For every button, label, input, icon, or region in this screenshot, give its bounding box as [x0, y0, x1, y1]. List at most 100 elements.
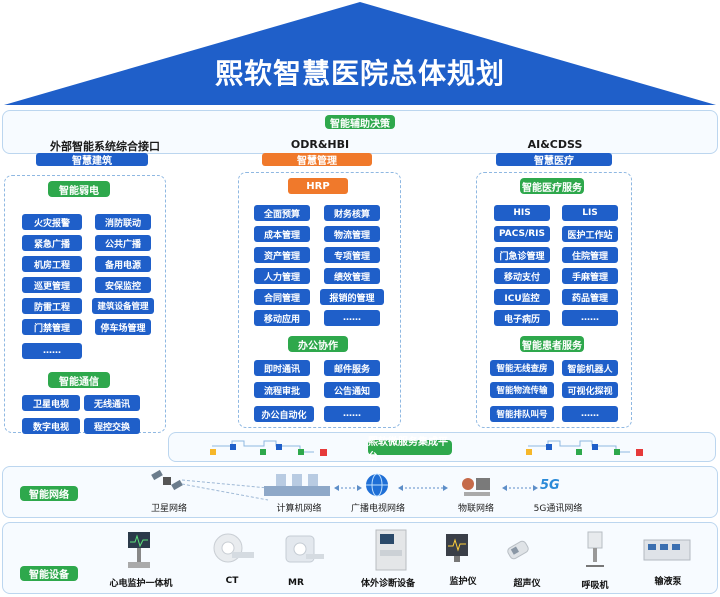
medical-service-badge: 智能医疗服务 [520, 178, 584, 194]
right-item[interactable]: 手麻管理 [562, 268, 618, 284]
right-item[interactable]: 药品管理 [562, 289, 618, 305]
ecg-monitor-icon [128, 532, 150, 568]
link-arrow-icon [398, 485, 448, 491]
middle-item[interactable]: 人力管理 [254, 268, 310, 284]
network-broadcast-label: 广播电视网络 [350, 504, 405, 514]
right-item[interactable]: PACS/RIS [494, 226, 550, 242]
platform-connector-right [526, 440, 643, 456]
middle-item[interactable]: 成本管理 [254, 226, 310, 242]
right-item-more[interactable]: …… [562, 406, 618, 422]
hrp-badge: HRP [288, 178, 348, 194]
ivd-analyzer-icon [375, 529, 407, 571]
communication-badge: 智能通信 [48, 372, 110, 388]
weak-current-badge: 智能弱电 [48, 181, 110, 197]
column-badge-right: 智慧医疗 [496, 153, 612, 167]
left-item[interactable]: 门禁管理 [22, 319, 82, 335]
middle-item[interactable]: 财务核算 [324, 205, 380, 221]
left-item[interactable]: 建筑设备管理 [92, 298, 154, 314]
column-badge-middle: 智慧管理 [262, 153, 372, 167]
left-item[interactable]: 机房工程 [22, 256, 82, 272]
5g-icon: 5G [540, 478, 560, 493]
platform-connector-left [210, 440, 327, 456]
satellite-icon [151, 469, 183, 491]
left-item-more[interactable]: …… [22, 343, 82, 359]
network-satellite-label: 卫星网络 [150, 504, 187, 514]
left-item[interactable]: 防雷工程 [22, 298, 82, 314]
middle-item[interactable]: 资产管理 [254, 247, 310, 263]
platform-badge: 熙软微服务集成平台 [368, 437, 452, 463]
device-mr-label: MR [288, 578, 304, 588]
ct-scanner-icon [213, 533, 254, 563]
left-item[interactable]: 巡更管理 [22, 277, 82, 293]
right-item[interactable]: 移动支付 [494, 268, 550, 284]
middle-item[interactable]: 绩效管理 [324, 268, 380, 284]
left-item[interactable]: 程控交换 [84, 418, 140, 434]
network-band [2, 466, 718, 518]
middle-item-more[interactable]: …… [324, 406, 380, 422]
middle-item[interactable]: 公告通知 [324, 382, 380, 398]
network-5g-label: 5G通讯网络 [533, 504, 583, 514]
left-item[interactable]: 数字电视 [22, 418, 80, 434]
column-badge-left: 智慧建筑 [36, 153, 148, 167]
middle-item[interactable]: 即时通讯 [254, 360, 310, 376]
device-infusion-label: 输液泵 [654, 577, 682, 587]
middle-item[interactable]: 移动应用 [254, 310, 310, 326]
right-item[interactable]: 智能无线查房 [490, 360, 554, 376]
column-heading-middle: ODR&HBI [290, 138, 350, 151]
right-item[interactable]: 智能排队叫号 [490, 406, 554, 422]
left-item[interactable]: 火灾报警 [22, 214, 82, 230]
right-item[interactable]: LIS [562, 205, 618, 221]
middle-item[interactable]: 合同管理 [254, 289, 310, 305]
middle-item[interactable]: 专项管理 [324, 247, 380, 263]
right-item[interactable]: 智能物流传输 [490, 382, 554, 398]
right-item[interactable]: 门急诊管理 [494, 247, 550, 263]
roof-banner [4, 2, 716, 105]
network-badge: 智能网络 [20, 486, 78, 501]
page-title: 熙软智慧医院总体规划 [214, 57, 505, 90]
middle-item-more[interactable]: …… [324, 310, 380, 326]
right-item[interactable]: ICU监控 [494, 289, 550, 305]
left-item[interactable]: 公共广播 [95, 235, 151, 251]
office-badge: 办公协作 [288, 336, 348, 352]
column-heading-left: 外部智能系统综合接口 [50, 140, 160, 153]
devices-badge: 智能设备 [20, 566, 78, 581]
middle-item[interactable]: 物流管理 [324, 226, 380, 242]
middle-item[interactable]: 邮件服务 [324, 360, 380, 376]
left-item[interactable]: 无线通讯 [84, 395, 140, 411]
device-ivd-label: 体外诊断设备 [360, 579, 415, 589]
left-item[interactable]: 停车场管理 [95, 319, 151, 335]
device-monitor-label: 监护仪 [449, 577, 477, 587]
network-computer-label: 计算机网络 [276, 504, 322, 514]
middle-item[interactable]: 流程审批 [254, 382, 310, 398]
link-arrow-icon [502, 485, 538, 491]
right-item[interactable]: 电子病历 [494, 310, 550, 326]
left-item[interactable]: 安保监控 [95, 277, 151, 293]
satellite-link-lines [181, 479, 269, 501]
patient-monitor-icon [446, 534, 468, 562]
right-item[interactable]: 住院管理 [562, 247, 618, 263]
decision-badge: 智能辅助决策 [325, 115, 395, 130]
column-heading-right: AI&CDSS [527, 138, 583, 151]
left-item[interactable]: 消防联动 [95, 214, 151, 230]
device-ct-label: CT [225, 576, 239, 586]
link-arrow-icon [334, 485, 362, 491]
left-item[interactable]: 紧急广播 [22, 235, 82, 251]
right-item-more[interactable]: …… [562, 310, 618, 326]
left-item[interactable]: 卫星电视 [22, 395, 80, 411]
network-iot-label: 物联网络 [457, 504, 494, 514]
ultrasound-icon [507, 540, 529, 560]
computer-network-icon [264, 474, 330, 496]
right-item[interactable]: 医护工作站 [562, 226, 618, 242]
middle-item[interactable]: 办公自动化 [254, 406, 314, 422]
right-item[interactable]: 智能机器人 [562, 360, 618, 376]
right-item[interactable]: 可视化探视 [562, 382, 618, 398]
ventilator-icon [586, 531, 604, 567]
infusion-pump-icon [643, 539, 691, 561]
patient-service-badge: 智能患者服务 [520, 336, 584, 352]
left-item[interactable]: 备用电源 [95, 256, 151, 272]
right-item[interactable]: HIS [494, 205, 550, 221]
globe-icon [366, 473, 388, 497]
device-ecg-label: 心电监护一体机 [109, 579, 173, 589]
middle-item[interactable]: 报销的管理 [320, 289, 384, 305]
middle-item[interactable]: 全面预算 [254, 205, 310, 221]
